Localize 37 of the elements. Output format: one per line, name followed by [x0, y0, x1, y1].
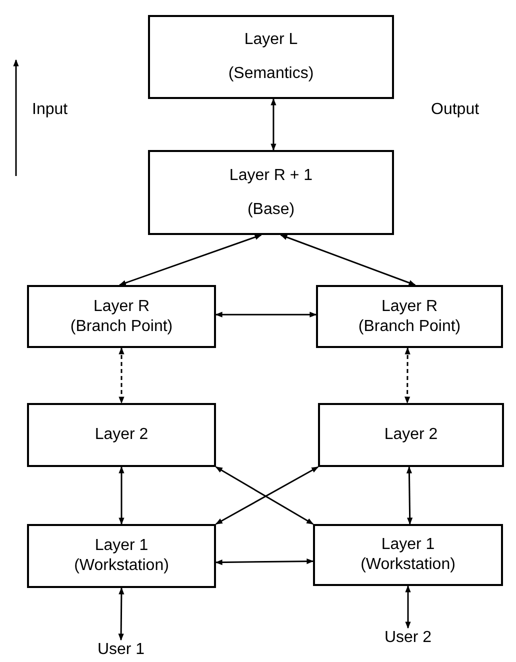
layer-title: Layer R + 1	[229, 166, 313, 186]
layer-subtitle: (Branch Point)	[358, 316, 461, 336]
direction-label: Input	[32, 100, 68, 120]
arrow	[215, 558, 314, 566]
layer-title: Layer 2	[94, 425, 148, 445]
arrow	[118, 234, 262, 286]
layer-box	[316, 285, 503, 348]
layer-title: Layer 1	[381, 535, 435, 555]
layer-box	[27, 524, 216, 588]
layer-subtitle: (Workstation)	[360, 555, 456, 575]
layer-box	[27, 403, 216, 467]
layer-subtitle: (Base)	[247, 200, 295, 220]
arrow	[118, 347, 124, 404]
arrow	[280, 234, 416, 286]
layer-title: Layer 2	[384, 425, 438, 445]
arrow	[406, 466, 413, 525]
layer-box	[318, 403, 504, 467]
user-label: User 2	[373, 628, 443, 648]
user-label: User 1	[86, 640, 156, 660]
direction-label: Output	[431, 100, 480, 120]
layer-box	[27, 285, 216, 348]
layer-box	[313, 524, 503, 586]
arrow	[405, 585, 411, 629]
arrow	[404, 347, 410, 404]
arrow	[215, 312, 317, 318]
layer-subtitle: (Semantics)	[228, 64, 314, 84]
layer-box	[148, 150, 394, 235]
layer-title: Layer R	[381, 296, 438, 316]
arrow	[270, 98, 276, 151]
layer-subtitle: (Branch Point)	[70, 316, 173, 336]
layer-title: Layer R	[93, 296, 150, 316]
layer-box	[148, 15, 394, 99]
layer-subtitle: (Workstation)	[74, 556, 169, 576]
layer-title: Layer 1	[94, 536, 148, 556]
arrow	[118, 466, 124, 525]
arrow	[118, 587, 124, 641]
layer-title: Layer L	[244, 30, 298, 50]
